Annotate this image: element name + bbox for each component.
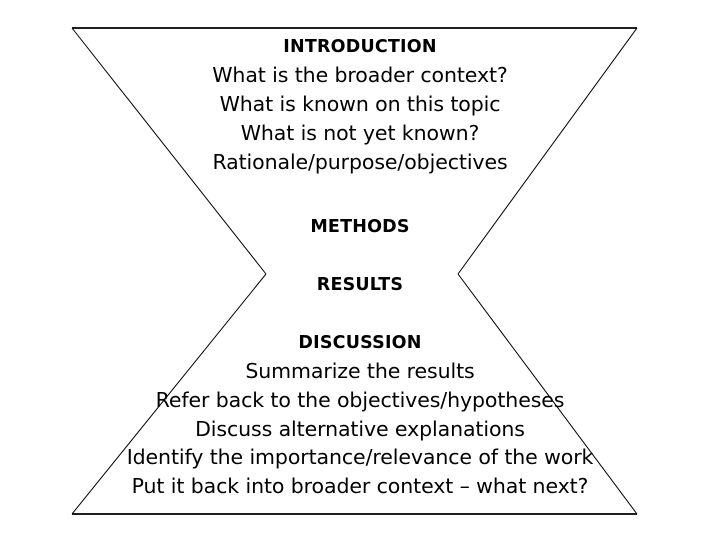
discussion-line-2: Refer back to the objectives/hypotheses bbox=[155, 388, 565, 412]
discussion-line-4: Identify the importance/relevance of the… bbox=[126, 445, 594, 469]
introduction-line-4: Rationale/purpose/objectives bbox=[212, 150, 508, 174]
section-heading-methods: METHODS bbox=[310, 217, 410, 237]
lower-left-diagonal bbox=[71, 273, 267, 515]
introduction-line-2: What is known on this topic bbox=[219, 92, 501, 116]
upper-left-diagonal bbox=[71, 27, 267, 275]
introduction-line-1: What is the broader context? bbox=[212, 63, 508, 87]
discussion-line-3: Discuss alternative explanations bbox=[195, 417, 525, 441]
introduction-line-3: What is not yet known? bbox=[240, 121, 480, 145]
discussion-line-5: Put it back into broader context – what … bbox=[131, 474, 589, 498]
section-heading-results: RESULTS bbox=[316, 275, 404, 295]
discussion-line-1: Summarize the results bbox=[245, 359, 475, 383]
upper-right-diagonal bbox=[457, 27, 638, 275]
section-heading-introduction: INTRODUCTION bbox=[283, 37, 437, 57]
section-heading-discussion: DISCUSSION bbox=[298, 333, 422, 353]
lower-right-diagonal bbox=[457, 273, 638, 515]
